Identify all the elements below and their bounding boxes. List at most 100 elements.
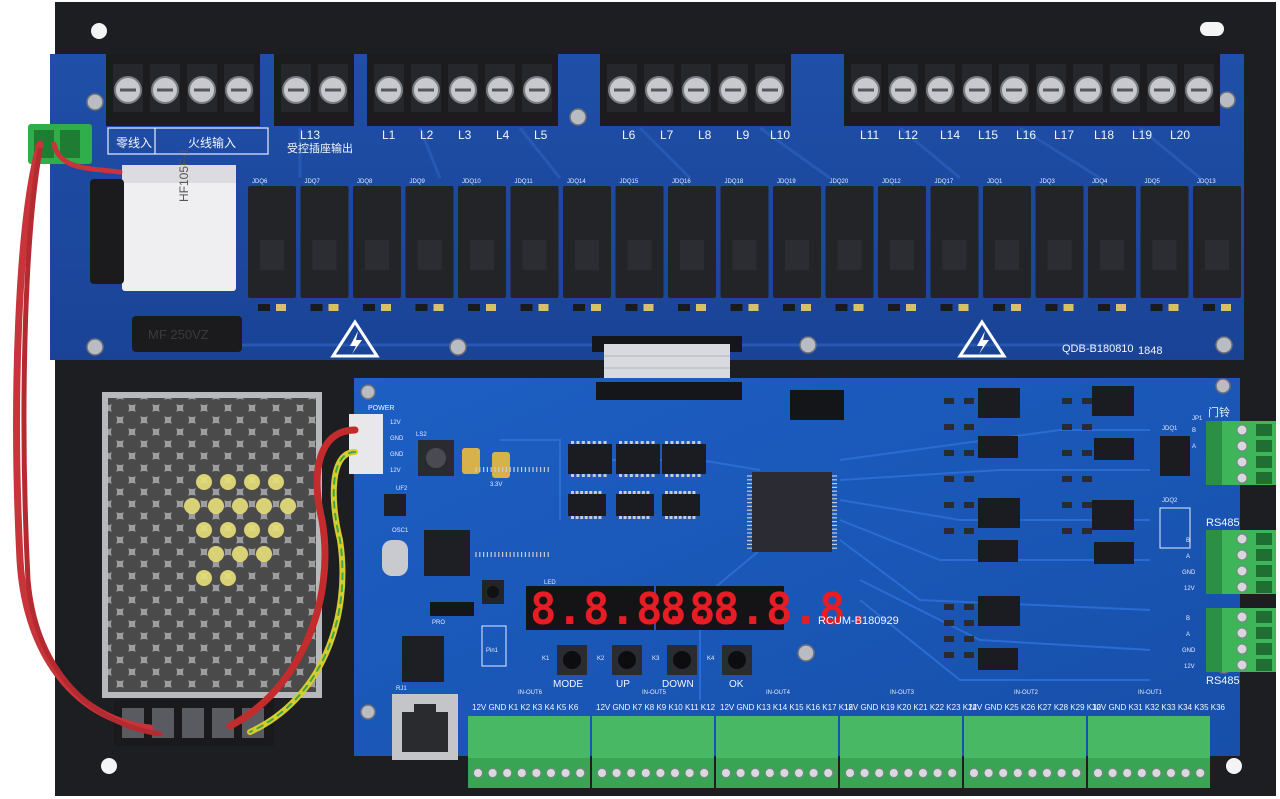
ic-chip [1094,542,1134,564]
input-group-name: IN-OUT3 [890,690,915,696]
relay-label: JDQ20 [830,179,849,185]
input-group-pins: 12V GND K31 K32 K33 K34 K35 K36 [1092,703,1226,712]
seven-segment-display: 8.8.8.8. 8.8.8.8. [526,584,872,635]
mcu-small [424,530,470,576]
ic-chip [1094,438,1134,460]
date-code: 1848 [1138,345,1162,357]
terminal-label: L18 [1094,128,1114,142]
input-terminal[interactable] [716,716,838,758]
input-terminal[interactable] [592,716,714,758]
ok-button-label: OK [729,679,744,690]
relay-label: JDQ6 [252,179,268,185]
relay-label: JDQ17 [935,179,954,185]
ic-chip [978,498,1020,528]
input-group-pins: 12V GND K19 K20 K21 K22 K23 K24 [844,703,978,712]
mode-button-label: MODE [553,679,583,690]
ic-chip [662,444,706,474]
power-pin-label: GND [390,452,404,458]
live-input-label: 火线输入 [188,135,236,150]
button-code: K1 [542,656,550,662]
display-right: 8.8.8.8. [660,584,872,635]
ic-chip [616,494,654,516]
relay-label: JDQ11 [515,179,534,185]
pin-label: A [1186,554,1190,560]
button-code: K3 [652,656,660,662]
relay-label: JDQ15 [620,179,639,185]
main-relay: HF105F-1 [122,148,236,291]
input-group-pins: 12V GND K7 K8 K9 K10 K11 K12 [596,703,716,712]
idc-header [790,390,844,420]
hazard-icon [957,319,1007,358]
terminal-label: L12 [898,128,918,142]
input-group-name: IN-OUT4 [766,690,791,696]
jdq-label: JDQ2 [1162,498,1178,504]
main-mcu [475,467,837,557]
terminal-label: L16 [1016,128,1036,142]
relay-label: JDQ19 [777,179,796,185]
input-terminal[interactable] [468,716,590,758]
terminal-label: L13 [300,128,320,142]
rs485-label: RS485 [1206,517,1240,529]
logic-ic-grid [568,441,706,519]
relay-label: JDQ9 [410,179,426,185]
ic-chip [568,444,612,474]
ic-chip [616,444,660,474]
ic-chip [1092,500,1134,530]
osc-label: OSC1 [392,528,409,534]
pin-label: GND [1182,570,1196,576]
program-header [430,602,474,616]
jp-label: JP1 [1192,416,1203,422]
terminal-label: L20 [1170,128,1190,142]
pin1-label: Pin1 [486,648,499,654]
doorbell-connector[interactable] [1206,421,1276,485]
controller-board-id: RCUM-B180929 [818,615,899,627]
right-ic-grid [944,386,1134,670]
relay-label: JDQ4 [1092,179,1108,185]
down-button-label: DOWN [662,679,694,690]
input-terminal-blocks: IN-OUT6 12V GND K1 K2 K3 K4 K5 K6 IN-OUT5 1… [468,690,1226,788]
power-pin-label: GND [390,436,404,442]
rs485-connector[interactable] [1206,608,1276,672]
relay-label: JDQ7 [305,179,321,185]
rj1-label: RJ1 [396,686,407,692]
relay-label: JDQ3 [1040,179,1056,185]
input-terminal[interactable] [964,716,1086,758]
terminal-label: L9 [736,128,750,142]
controller-board: POWER 12V GND GND 12V 3.3V LS2 OSC1 UF2 … [349,378,1276,788]
ok-button[interactable]: K4 OK [707,645,752,690]
input-group-pins: 12V GND K1 K2 K3 K4 K5 K6 [472,703,579,712]
relay-label: JDQ5 [1145,179,1161,185]
input-terminal[interactable] [840,716,962,758]
terminal-label: L15 [978,128,998,142]
relay-label: JDQ8 [357,179,373,185]
button-code: K2 [597,656,605,662]
display-left: 8.8.8.8. [530,584,742,635]
relay-model-text: HF105F-1 [177,148,191,202]
terminal-label: L8 [698,128,712,142]
down-button[interactable]: K3 DOWN [652,645,697,690]
jumper-block [1160,436,1190,476]
power-pin-label: 12V [390,420,401,426]
rs485-connector[interactable] [1206,530,1276,594]
doorbell-label: 门铃 [1208,405,1230,419]
mode-button[interactable]: K1 MODE [542,645,587,690]
ic-chip [978,596,1020,626]
button-code: K4 [707,656,715,662]
up-button[interactable]: K2 UP [597,645,642,690]
input-group-name: IN-OUT6 [518,690,543,696]
ic-chip [568,494,606,516]
input-group-name: IN-OUT5 [642,690,667,696]
input-terminal[interactable] [1088,716,1210,758]
varistor-left [90,179,124,284]
power-supply-module [102,392,322,746]
hazard-icon [330,319,380,358]
relay-label: JDQ10 [462,179,481,185]
relay-label: JDQ1 [987,179,1003,185]
jdq-label: JDQ1 [1162,426,1178,432]
ethernet-port[interactable]: RJ1 [392,686,458,760]
relay-board-id: QDB-B180810 [1062,343,1134,355]
